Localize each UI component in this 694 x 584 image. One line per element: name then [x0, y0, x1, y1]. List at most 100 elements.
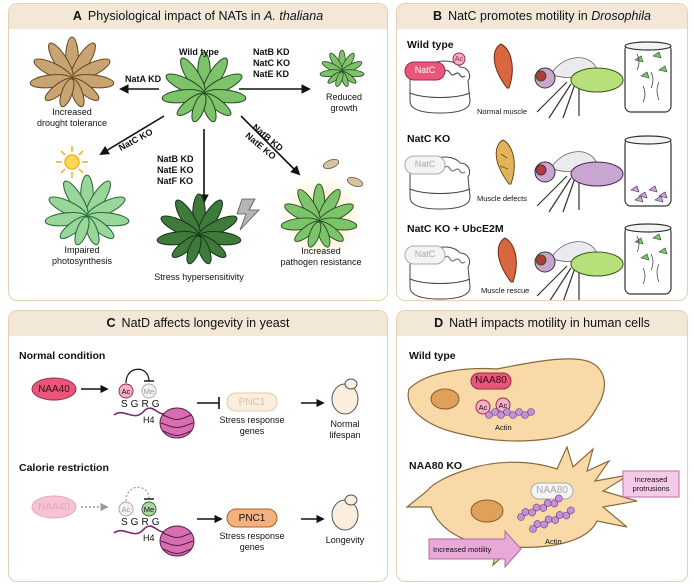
ac-label: Ac	[454, 54, 464, 63]
row-wild-type-label: Wild type	[407, 39, 454, 51]
sgrg-sequence: SGRG	[121, 399, 163, 410]
yeast-normal-icon	[331, 378, 359, 415]
inhibit-curve	[125, 368, 150, 384]
ac-text-faded: Ac	[121, 505, 131, 514]
calorie-restriction-label: Calorie restriction	[19, 462, 109, 474]
stress-hypersensitivity-label: Stress hypersensitivity	[154, 272, 244, 282]
muscle-defects-label: Muscle defects	[477, 194, 528, 203]
ac-tag	[452, 52, 466, 66]
ac-label-2: Ac	[498, 401, 508, 410]
ac-label-1: Ac	[478, 403, 488, 412]
panel-d-header	[397, 311, 687, 336]
natc-ko-badge	[404, 155, 446, 175]
vial-ko-flies	[630, 185, 668, 203]
ac-text: Ac	[121, 387, 131, 396]
ac-mark	[118, 383, 134, 399]
peptide-chain	[444, 69, 466, 78]
pnc1-label: PNC1	[238, 513, 266, 524]
purple-fly-icon	[534, 151, 624, 213]
protrusions-box	[622, 470, 680, 498]
h4-label-cr: H4	[143, 533, 155, 543]
panel-a-header	[9, 4, 387, 29]
sgrg-sequence-cr: SGRG	[121, 517, 163, 528]
normal-condition-label: Normal condition	[19, 350, 106, 362]
naa80-label: NAA80	[475, 375, 507, 386]
lightning-icon	[236, 198, 260, 231]
rescue-muscle-icon	[497, 237, 517, 283]
row-rescue-label: NatC KO + UbcE2M	[407, 223, 504, 235]
ac-mark-1	[475, 399, 491, 415]
row-natc-ko-label: NatC KO	[407, 133, 451, 145]
wild-type-plant-icon	[161, 51, 247, 124]
naa40-faded-badge	[31, 495, 77, 519]
naa40-badge	[31, 377, 77, 401]
small-plant-icon	[319, 49, 365, 88]
panel-c-header	[9, 311, 387, 336]
yeast-longevity-icon	[331, 494, 359, 531]
me-text: Me	[143, 505, 155, 514]
nucleus-ko	[470, 499, 504, 523]
natc-label: NatC	[414, 65, 436, 75]
pnc1-faded-label: PNC1	[238, 397, 266, 408]
me-active-mark	[141, 501, 157, 517]
green-fly-rescue-icon	[534, 241, 624, 300]
normal-muscle-label: Normal muscle	[477, 107, 528, 116]
naa80-badge	[470, 372, 512, 390]
panel-b-diagram	[404, 41, 672, 300]
me-mark	[141, 383, 157, 399]
me-text-faded: Me	[143, 387, 155, 396]
panel-c-diagram	[31, 368, 359, 557]
defect-muscle-icon	[495, 139, 515, 185]
natc-rescue-badge	[404, 245, 446, 265]
nucleus-wt	[430, 388, 460, 410]
nata-kd-label: NatA KD	[125, 74, 162, 84]
arrow-wt-to-pathogen	[240, 115, 301, 176]
nucleosome-icon	[159, 407, 195, 439]
longevity-label: Longevity	[325, 535, 365, 545]
panel-b-header	[397, 4, 687, 29]
pnc1-badge-faded	[226, 392, 278, 412]
panel-d-diagram	[405, 358, 680, 569]
panel-d-wild-type-label: Wild type	[409, 350, 456, 362]
sun-icon	[56, 146, 88, 178]
naa80-ko-text: NAA80	[536, 485, 568, 496]
panel-a-diagram	[29, 36, 365, 266]
pnc1-badge	[226, 508, 278, 528]
actin-label-wt: Actin	[495, 423, 512, 432]
naa80-ko-badge	[530, 482, 574, 500]
muscle-rescue-label: Muscle rescue	[481, 286, 530, 295]
h4-label: H4	[143, 415, 155, 425]
arrow-wt-to-photosynthesis	[99, 115, 165, 155]
ac-faded-mark	[118, 501, 134, 517]
actin-label-ko: Actin	[545, 537, 562, 546]
naa40-faded-label: NAA40	[38, 502, 70, 513]
natc-ko-text: NatC	[414, 159, 436, 169]
dark-plant-icon	[156, 193, 242, 266]
dry-plant-icon	[29, 36, 115, 109]
normal-muscle-icon	[493, 43, 513, 89]
increased-motility-label: Increased motility	[433, 545, 492, 554]
nucleosome-cr-icon	[159, 525, 195, 557]
green-fly-icon	[534, 57, 624, 119]
motility-arrow	[428, 529, 522, 569]
vial-rescue-flies	[634, 233, 668, 261]
wild-type-label: Wild type	[179, 47, 219, 57]
pathogen-icon	[322, 158, 364, 188]
